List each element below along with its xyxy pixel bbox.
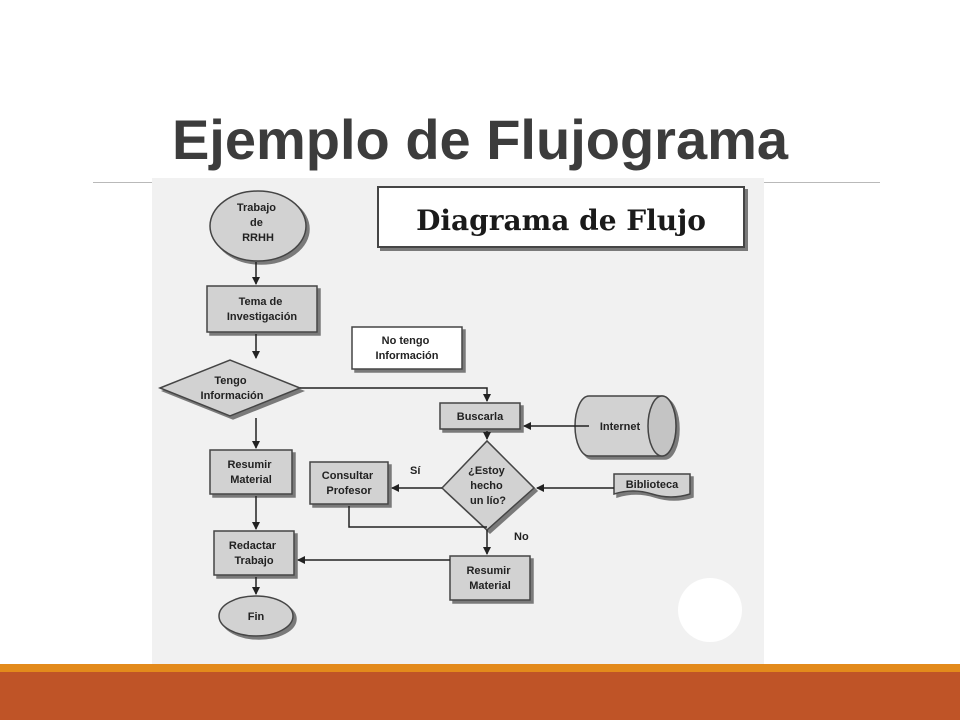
node-decision-info-line-2: Información [201, 390, 264, 402]
node-decision-lio-line-3: un lío? [470, 495, 506, 507]
node-no-info-line-2: Información [376, 350, 439, 362]
node-buscarla: Buscarla [439, 402, 521, 430]
node-start-line-2: de [250, 217, 263, 229]
node-internet: Internet [574, 395, 677, 457]
node-buscarla-label: Buscarla [457, 411, 504, 423]
edges [252, 262, 614, 595]
slide-title: Ejemplo de Flujograma [171, 108, 789, 171]
footer-bar [0, 672, 960, 720]
node-consultar-line-1: Consultar [322, 470, 374, 482]
node-decision-lio-line-1: ¿Estoy [468, 465, 506, 477]
node-consultar: Consultar Profesor [309, 461, 389, 505]
svg-text:Tengo Información: Tengo Información [201, 375, 264, 402]
svg-text:Redactar Trabajo: Redactar Trabajo [229, 540, 279, 567]
image-blotch [678, 578, 742, 642]
svg-text:Trabajo de RRH: Trabajo de RRHH [237, 202, 279, 244]
node-decision-info: Tengo Información [157, 359, 303, 417]
node-fin-label: Fin [248, 611, 265, 623]
node-resumir-2-line-1: Resumir [466, 565, 511, 577]
node-consultar-line-2: Profesor [326, 485, 372, 497]
edge-label-no: No [514, 531, 529, 543]
diagram-heading-box: Diagrama de Flujo [377, 186, 745, 248]
svg-text:Tema de Investigación: Tema de Investigación [227, 296, 298, 323]
edge-label-si: Sí [410, 465, 421, 477]
node-decision-lio-line-2: hecho [470, 480, 503, 492]
node-tema-line-2: Investigación [227, 311, 298, 323]
node-tema: Tema de Investigación [206, 285, 318, 333]
node-no-info: No tengo Información [351, 326, 463, 370]
node-biblioteca: Biblioteca [613, 473, 691, 498]
node-decision-lio: ¿Estoy hecho un lío? [440, 439, 536, 532]
node-resumir-1: Resumir Material [209, 449, 293, 495]
flowchart-image: Diagrama de Flujo Trabajo de RRHH Tema d… [152, 178, 764, 665]
node-resumir-2-line-2: Material [469, 580, 511, 592]
diagram-heading: Diagrama de Flujo [416, 204, 706, 237]
node-fin: Fin [218, 595, 294, 637]
node-start-line-3: RRHH [242, 232, 274, 244]
node-resumir-2: Resumir Material [449, 555, 531, 601]
node-start-line-1: Trabajo [237, 202, 276, 214]
svg-text:Consultar Profesor: Consultar Profesor [322, 470, 376, 497]
footer-accent-stripe [0, 664, 960, 672]
svg-text:No tengo Información: No tengo Información [376, 335, 439, 362]
node-decision-info-line-1: Tengo [214, 375, 246, 387]
node-internet-label: Internet [600, 421, 641, 433]
node-redactar-line-2: Trabajo [234, 555, 273, 567]
svg-text:¿Estoy hecho u: ¿Estoy hecho un lío? [468, 465, 508, 507]
flowchart-svg: Diagrama de Flujo Trabajo de RRHH Tema d… [157, 186, 745, 642]
edge-decision-buscarla [300, 387, 491, 402]
node-resumir-1-line-2: Material [230, 474, 272, 486]
node-start: Trabajo de RRHH [209, 190, 307, 262]
edge-consultar-return [348, 506, 487, 528]
svg-text:Resumir Material: Resumir Material [227, 459, 274, 486]
node-no-info-line-1: No tengo [382, 335, 430, 347]
node-biblioteca-label: Biblioteca [626, 479, 679, 491]
node-resumir-1-line-1: Resumir [227, 459, 272, 471]
node-redactar: Redactar Trabajo [213, 530, 295, 576]
svg-text:Resumir Material: Resumir Material [466, 565, 513, 592]
node-tema-line-1: Tema de [239, 296, 283, 308]
node-redactar-line-1: Redactar [229, 540, 277, 552]
